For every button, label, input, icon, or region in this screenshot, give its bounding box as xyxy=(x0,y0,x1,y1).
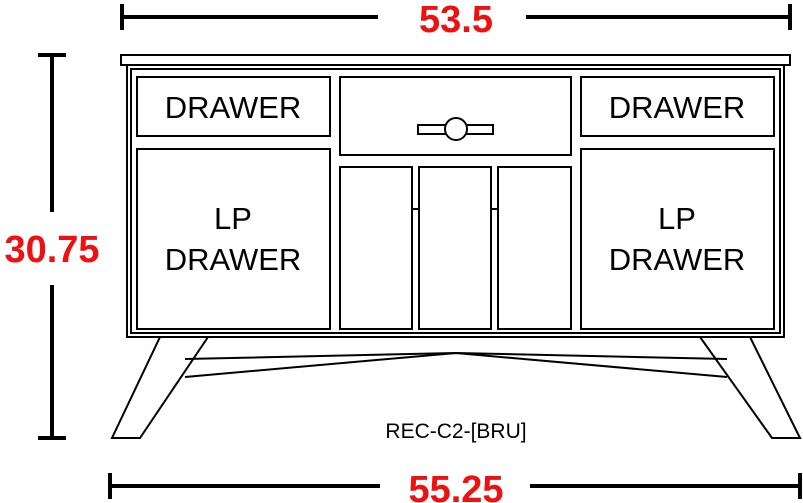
height-value: 30.75 xyxy=(4,229,99,271)
center-door-middle xyxy=(418,166,492,330)
center-drawer xyxy=(339,76,572,156)
right-column: DRAWER LP DRAWER xyxy=(580,76,775,330)
drawer-right-label: DRAWER xyxy=(609,90,746,125)
cabinet-inner-frame xyxy=(130,68,781,334)
bottom-width-dimension: 55.25 xyxy=(108,469,802,503)
drawer-pull-handle xyxy=(417,117,494,141)
top-width-dimension: 53.5 xyxy=(120,0,792,41)
leg-right xyxy=(698,336,802,439)
lp-drawer-left xyxy=(136,148,331,330)
lp-drawer-left-label-line2: DRAWER xyxy=(165,242,302,277)
center-column xyxy=(339,76,572,330)
height-dimension: 30.75 xyxy=(4,53,100,440)
cabinet-body xyxy=(126,64,785,338)
model-code: REC-C2-[BRU] xyxy=(385,420,526,443)
drawer-right xyxy=(580,76,775,137)
leg-left xyxy=(110,336,210,439)
top-width-value: 53.5 xyxy=(419,0,493,41)
cabinet-legs xyxy=(110,336,802,439)
lp-drawer-right xyxy=(580,148,775,330)
handle-knob xyxy=(444,117,468,141)
drawer-left xyxy=(136,76,331,137)
cabinet-top xyxy=(120,54,791,66)
bottom-width-value: 55.25 xyxy=(408,469,503,503)
left-column: DRAWER LP DRAWER xyxy=(136,76,331,330)
lp-drawer-right-label-line2: DRAWER xyxy=(609,242,746,277)
center-door-right xyxy=(497,166,572,330)
lp-drawer-right-label-line1: LP xyxy=(658,201,696,236)
drawer-left-label: DRAWER xyxy=(165,90,302,125)
lp-drawer-left-label-line1: LP xyxy=(214,201,252,236)
apron-line xyxy=(184,351,728,360)
center-door-left xyxy=(339,166,413,330)
